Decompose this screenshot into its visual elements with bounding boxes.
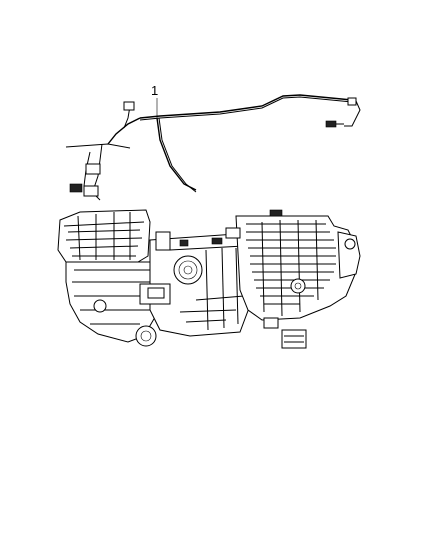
hvac-housing [57,209,361,349]
callout-label-1: 1 [151,83,158,98]
wiring-harness [65,94,361,201]
